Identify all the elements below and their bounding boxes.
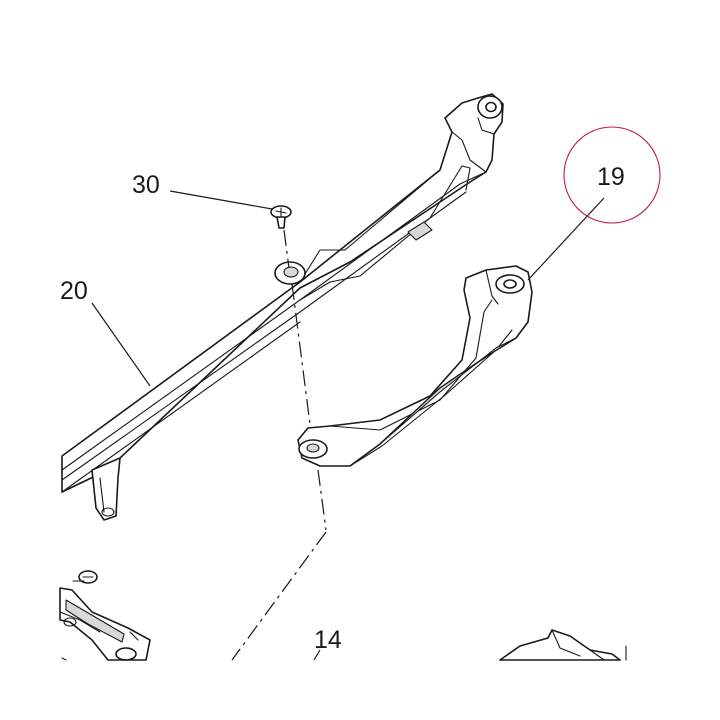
- callout-20: 20: [60, 277, 88, 305]
- callout-19: 19: [597, 163, 625, 191]
- leader-line-30: [169, 190, 273, 210]
- leader-line-20: [91, 302, 151, 387]
- callout-30: 30: [132, 171, 160, 199]
- bracket-to-14-axis-line: [317, 469, 327, 531]
- leader-line-14: [313, 649, 321, 661]
- part-19-bracket: [297, 265, 533, 467]
- part-30-screw: [270, 205, 292, 229]
- rail-to-bracket-axis-line: [291, 283, 313, 441]
- lower-right-partial-component: [499, 629, 627, 661]
- part-20-rail: [61, 93, 504, 521]
- lower-left-partial-assembly: [59, 570, 151, 661]
- callout-19-highlight-circle: [563, 126, 661, 224]
- leader-line-19: [527, 197, 605, 281]
- callout-14: 14: [314, 626, 342, 654]
- screw-30-axis-line: [283, 229, 290, 269]
- long-axis-line: [231, 531, 327, 661]
